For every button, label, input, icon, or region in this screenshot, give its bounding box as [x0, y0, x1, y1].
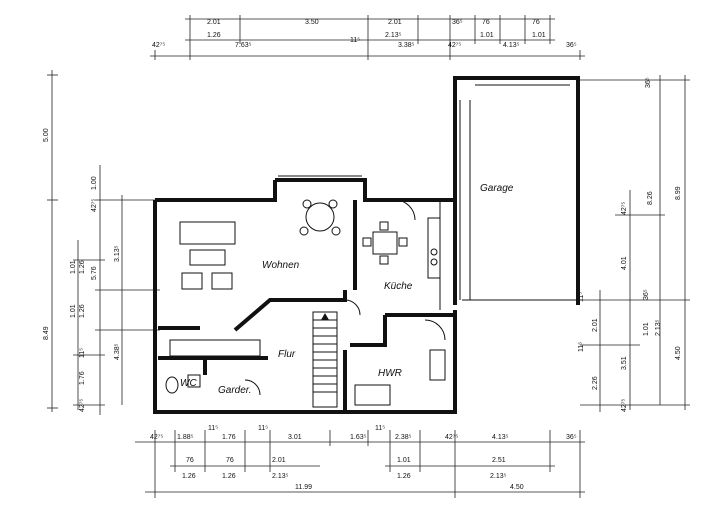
- dim-left-9: 1.26: [79, 260, 86, 274]
- bottom-dimensions: 42⁷⁵ 1.88⁵ 11⁵ 1.76 11⁵ 3.01 1.63⁵ 11⁵ 2…: [135, 425, 585, 498]
- dim-bottom-3: 11⁵: [208, 425, 218, 432]
- dim-right-12: 2.13⁵: [655, 319, 662, 336]
- dim-left-11: 1.26: [79, 304, 86, 318]
- dim-top-6: 76: [532, 19, 540, 26]
- sofa-icon: [179, 221, 236, 245]
- dim-bottom-15: 2.01: [272, 457, 286, 464]
- dim-bottom-2: 1.88⁵: [177, 434, 194, 441]
- room-label-hwr: HWR: [378, 368, 402, 379]
- stairs-icon: [312, 311, 338, 408]
- room-label-kueche: Küche: [384, 281, 413, 292]
- dim-left-1: 5.00: [43, 128, 50, 142]
- armchair-icon: [181, 272, 203, 290]
- dim-bottom-11: 4.13⁵: [492, 434, 509, 441]
- dim-right-15: 42⁷⁵: [621, 399, 628, 412]
- dim-right-10: 2.01: [592, 318, 599, 332]
- dim-left-14: 42⁷⁵: [79, 399, 86, 412]
- room-label-wohnen: Wohnen: [262, 260, 300, 271]
- dim-top-7: 1.26: [207, 32, 221, 39]
- room-label-garage: Garage: [480, 183, 514, 194]
- dim-left-2: 8.49: [43, 326, 50, 340]
- table-icon: [189, 249, 226, 266]
- dim-bottom-4: 1.76: [222, 434, 236, 441]
- dim-top-17: 36⁵: [566, 42, 577, 49]
- dim-right-8: 3.51: [621, 356, 628, 370]
- dim-left-3: 42⁷⁵: [91, 199, 98, 212]
- dim-top-2: 3.50: [305, 19, 319, 26]
- left-dimensions: 5.00 8.49 42⁷⁵ 1.00 5.76 3.13⁵ 4.38⁵ 1.0…: [43, 70, 160, 415]
- sink-icon: [187, 374, 201, 388]
- dim-right-2: 8.99: [675, 186, 682, 200]
- dim-bottom-17: 2.51: [492, 457, 506, 464]
- dim-bottom-16: 1.01: [397, 457, 411, 464]
- room-label-garder: Garder.: [218, 385, 252, 396]
- dim-bottom-5: 11⁵: [258, 425, 268, 432]
- dim-bottom-22: 2.13⁵: [490, 473, 507, 480]
- dim-left-6: 3.13⁵: [114, 245, 121, 262]
- dim-left-8: 1.01: [70, 260, 77, 274]
- dim-bottom-12: 36⁵: [566, 434, 577, 441]
- dim-right-4: 42⁷⁵: [621, 202, 628, 215]
- dim-top-14: 3.38⁵: [398, 42, 415, 49]
- kitchen-counter-icon: [427, 217, 441, 279]
- dim-left-12: 11⁵: [79, 348, 86, 358]
- dim-right-5: 8.26: [647, 191, 654, 205]
- dim-right-6: 4.01: [621, 256, 628, 270]
- dim-right-11: 1.01: [643, 322, 650, 336]
- dim-bottom-9: 2.38⁵: [395, 434, 412, 441]
- dim-top-15: 42⁷⁵: [448, 42, 461, 49]
- dim-left-10: 1.01: [70, 304, 77, 318]
- dim-left-4: 1.00: [91, 176, 98, 190]
- dim-bottom-21: 1.26: [397, 473, 411, 480]
- dining-table-icon: [305, 202, 335, 232]
- room-label-wc: WC: [180, 378, 197, 389]
- dim-top-10: 1.01: [532, 32, 546, 39]
- washer-icon: [429, 349, 446, 381]
- dim-top-9: 1.01: [480, 32, 494, 39]
- dim-bottom-13: 76: [186, 457, 194, 464]
- dim-top-16: 4.13⁵: [503, 42, 520, 49]
- kitchen-table-icon: [372, 231, 398, 255]
- dim-top-12: 7.63⁵: [235, 42, 252, 49]
- dim-top-5: 76: [482, 19, 490, 26]
- dim-bottom-23: 11.99: [295, 484, 312, 491]
- toilet-icon: [165, 376, 179, 394]
- dim-bottom-20: 2.13⁵: [272, 473, 289, 480]
- dim-top-13: 11⁵: [350, 37, 360, 44]
- dim-top-11: 42⁷⁵: [152, 42, 165, 49]
- wardrobe-icon: [169, 339, 261, 357]
- furniture: [165, 199, 446, 408]
- armchair-icon: [211, 272, 233, 290]
- dim-top-8: 2.13⁵: [385, 32, 402, 39]
- dim-right-9: 11⁵: [578, 292, 585, 302]
- dim-bottom-24: 4.50: [510, 484, 524, 491]
- dim-top-1: 2.01: [207, 19, 221, 26]
- dim-bottom-6: 3.01: [288, 434, 302, 441]
- dim-bottom-1: 42⁷⁵: [150, 434, 163, 441]
- dim-right-1: 36⁵: [645, 77, 652, 88]
- dim-bottom-8: 11⁵: [375, 425, 385, 432]
- dim-top-3: 2.01: [388, 19, 402, 26]
- dim-right-13: 11⁵: [578, 342, 585, 352]
- hwr-counter-icon: [354, 384, 391, 406]
- dim-bottom-10: 42⁷⁵: [445, 434, 458, 441]
- walls: [153, 76, 580, 414]
- dim-left-7: 4.38⁵: [114, 343, 121, 360]
- room-label-flur: Flur: [278, 349, 296, 360]
- room-labels: Garage Wohnen Küche Flur HWR WC Garder.: [180, 183, 514, 396]
- dim-bottom-14: 76: [226, 457, 234, 464]
- dim-right-3: 4.50: [675, 346, 682, 360]
- dim-bottom-19: 1.26: [222, 473, 236, 480]
- dim-left-5: 5.76: [91, 266, 98, 280]
- top-dimensions: 2.01 3.50 2.01 36⁵ 76 76 1.26 2.13⁵ 1.01…: [150, 15, 585, 60]
- right-dimensions: 36⁵ 8.99 4.50 42⁷⁵ 8.26 4.01 36⁵ 3.51 11…: [578, 75, 690, 412]
- dim-left-13: 1.76: [79, 371, 86, 385]
- dim-bottom-18: 1.26: [182, 473, 196, 480]
- dim-right-7: 36⁵: [643, 289, 650, 300]
- dim-right-14: 2.26: [592, 376, 599, 390]
- dim-bottom-7: 1.63⁵: [350, 434, 367, 441]
- dim-top-4: 36⁵: [452, 19, 463, 26]
